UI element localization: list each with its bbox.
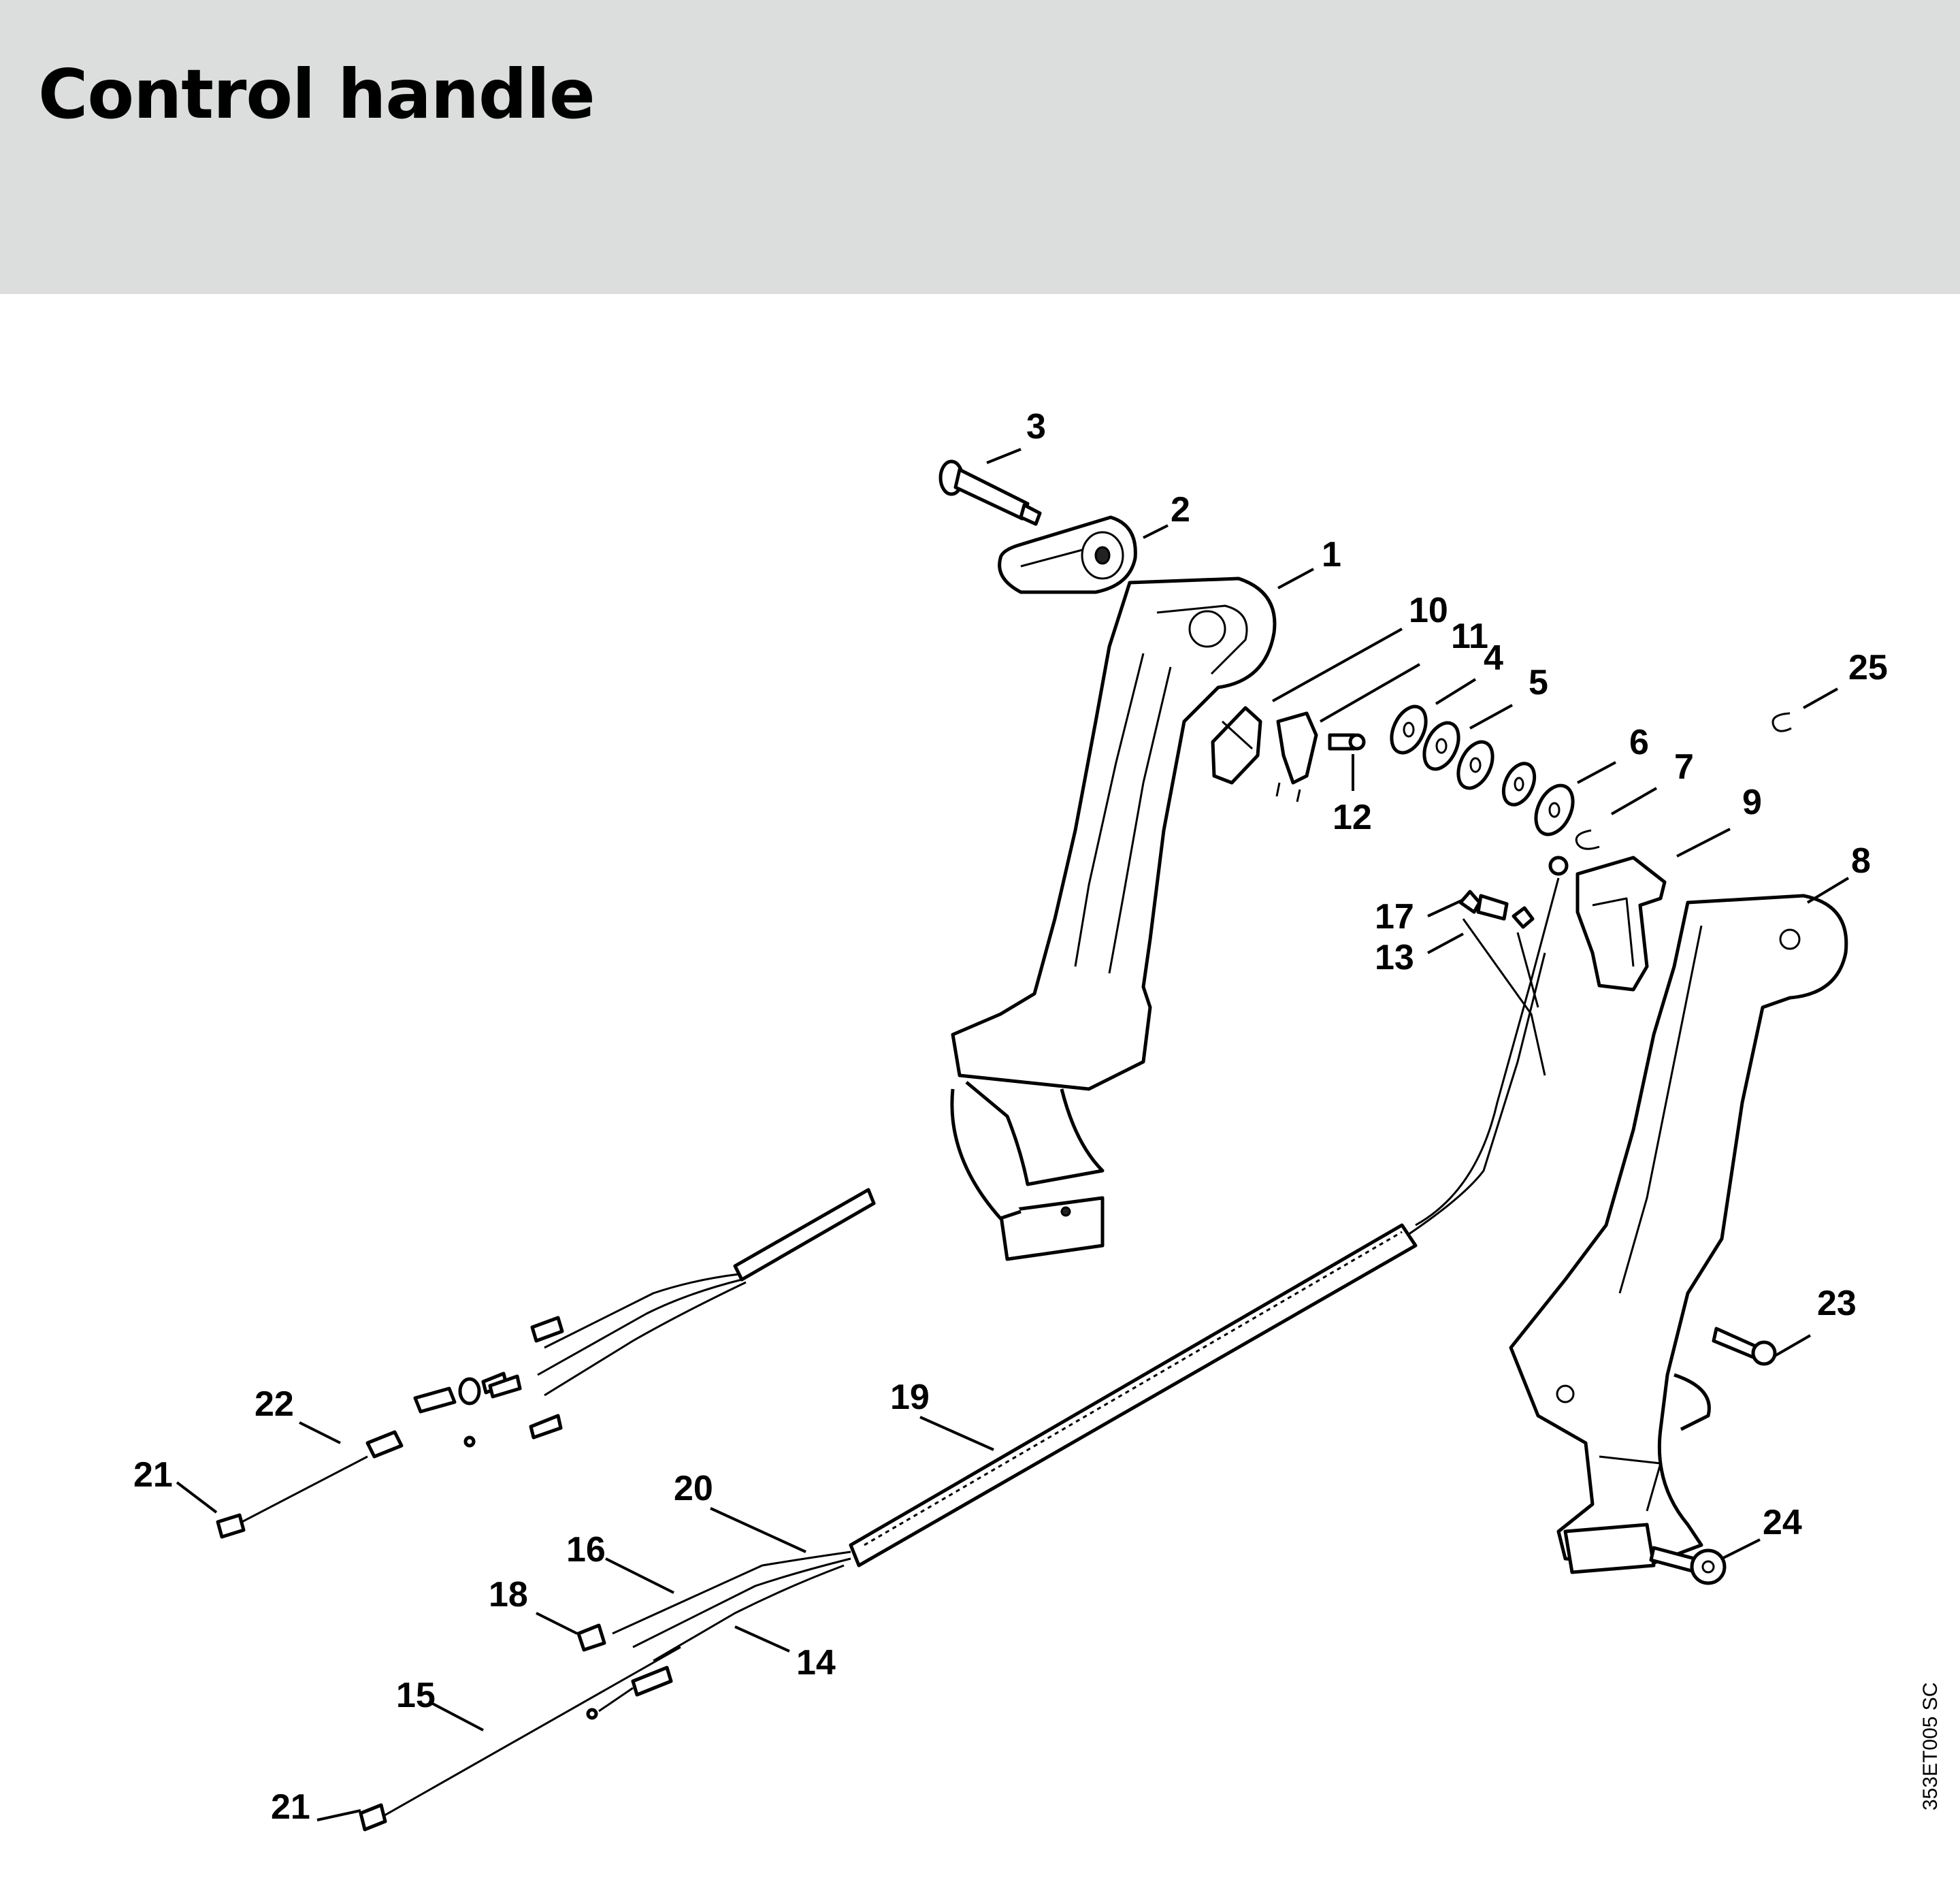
part-9-trigger xyxy=(1548,856,1667,992)
page-title: Control handle xyxy=(38,54,595,134)
callout-13: 13 xyxy=(1375,938,1414,977)
lower-wires xyxy=(359,1550,851,1832)
callout-23: 23 xyxy=(1817,1284,1857,1323)
callout-16: 16 xyxy=(566,1530,606,1570)
parts-13-17-terminals xyxy=(1458,890,1546,1076)
part-19-cable-harness xyxy=(849,877,1560,1568)
callout-19: 19 xyxy=(890,1378,930,1417)
part-12-screw xyxy=(1328,733,1366,751)
part-11-spring xyxy=(1275,711,1318,802)
cable-bundle-spare xyxy=(530,1188,876,1397)
document-id: 353ET005 SC xyxy=(1919,1682,1942,1810)
parts-21-22-wire-set xyxy=(216,1371,563,1539)
part-25-circlip xyxy=(1771,712,1792,732)
parts-4-5-6-washers xyxy=(1390,704,1575,837)
exploded-parts-diagram: 3 2 1 10 11 4 5 25 6 7 12 9 8 17 13 23 2… xyxy=(133,407,1888,1832)
callout-7: 7 xyxy=(1674,747,1694,787)
part-3-pin xyxy=(938,459,1042,526)
part-8-handle-half xyxy=(1509,894,1848,1574)
leader-lines xyxy=(176,448,1850,1821)
header-band: Control handle xyxy=(0,0,1960,294)
callout-18: 18 xyxy=(489,1575,528,1614)
callout-20: 20 xyxy=(674,1469,713,1508)
part-10-lever xyxy=(1211,706,1262,785)
callout-21a: 21 xyxy=(133,1455,173,1495)
part-23-screw xyxy=(1712,1327,1777,1366)
callout-15: 15 xyxy=(396,1676,436,1715)
callout-1: 1 xyxy=(1322,535,1341,574)
callout-10: 10 xyxy=(1409,591,1448,630)
callout-24: 24 xyxy=(1763,1503,1802,1542)
part-1-handle-half xyxy=(950,576,1277,1261)
callout-3: 3 xyxy=(1026,407,1046,446)
callout-5: 5 xyxy=(1529,663,1548,702)
part-7-clip xyxy=(1575,829,1600,850)
callout-4: 4 xyxy=(1484,638,1503,678)
callout-21b: 21 xyxy=(271,1787,310,1827)
callout-2: 2 xyxy=(1171,490,1190,530)
callout-22: 22 xyxy=(255,1384,294,1424)
callout-8: 8 xyxy=(1851,841,1871,881)
callout-25: 25 xyxy=(1848,648,1888,687)
callout-17: 17 xyxy=(1375,897,1414,937)
callout-12: 12 xyxy=(1333,798,1372,837)
callout-11: 11 xyxy=(1451,617,1488,656)
callout-14: 14 xyxy=(796,1643,836,1683)
callout-labels: 3 2 1 10 11 4 5 25 6 7 12 9 8 17 13 23 2… xyxy=(133,407,1888,1827)
part-24-screw xyxy=(1649,1546,1727,1585)
part-2-bracket xyxy=(998,515,1137,594)
callout-6: 6 xyxy=(1629,723,1649,762)
callout-9: 9 xyxy=(1742,783,1762,822)
